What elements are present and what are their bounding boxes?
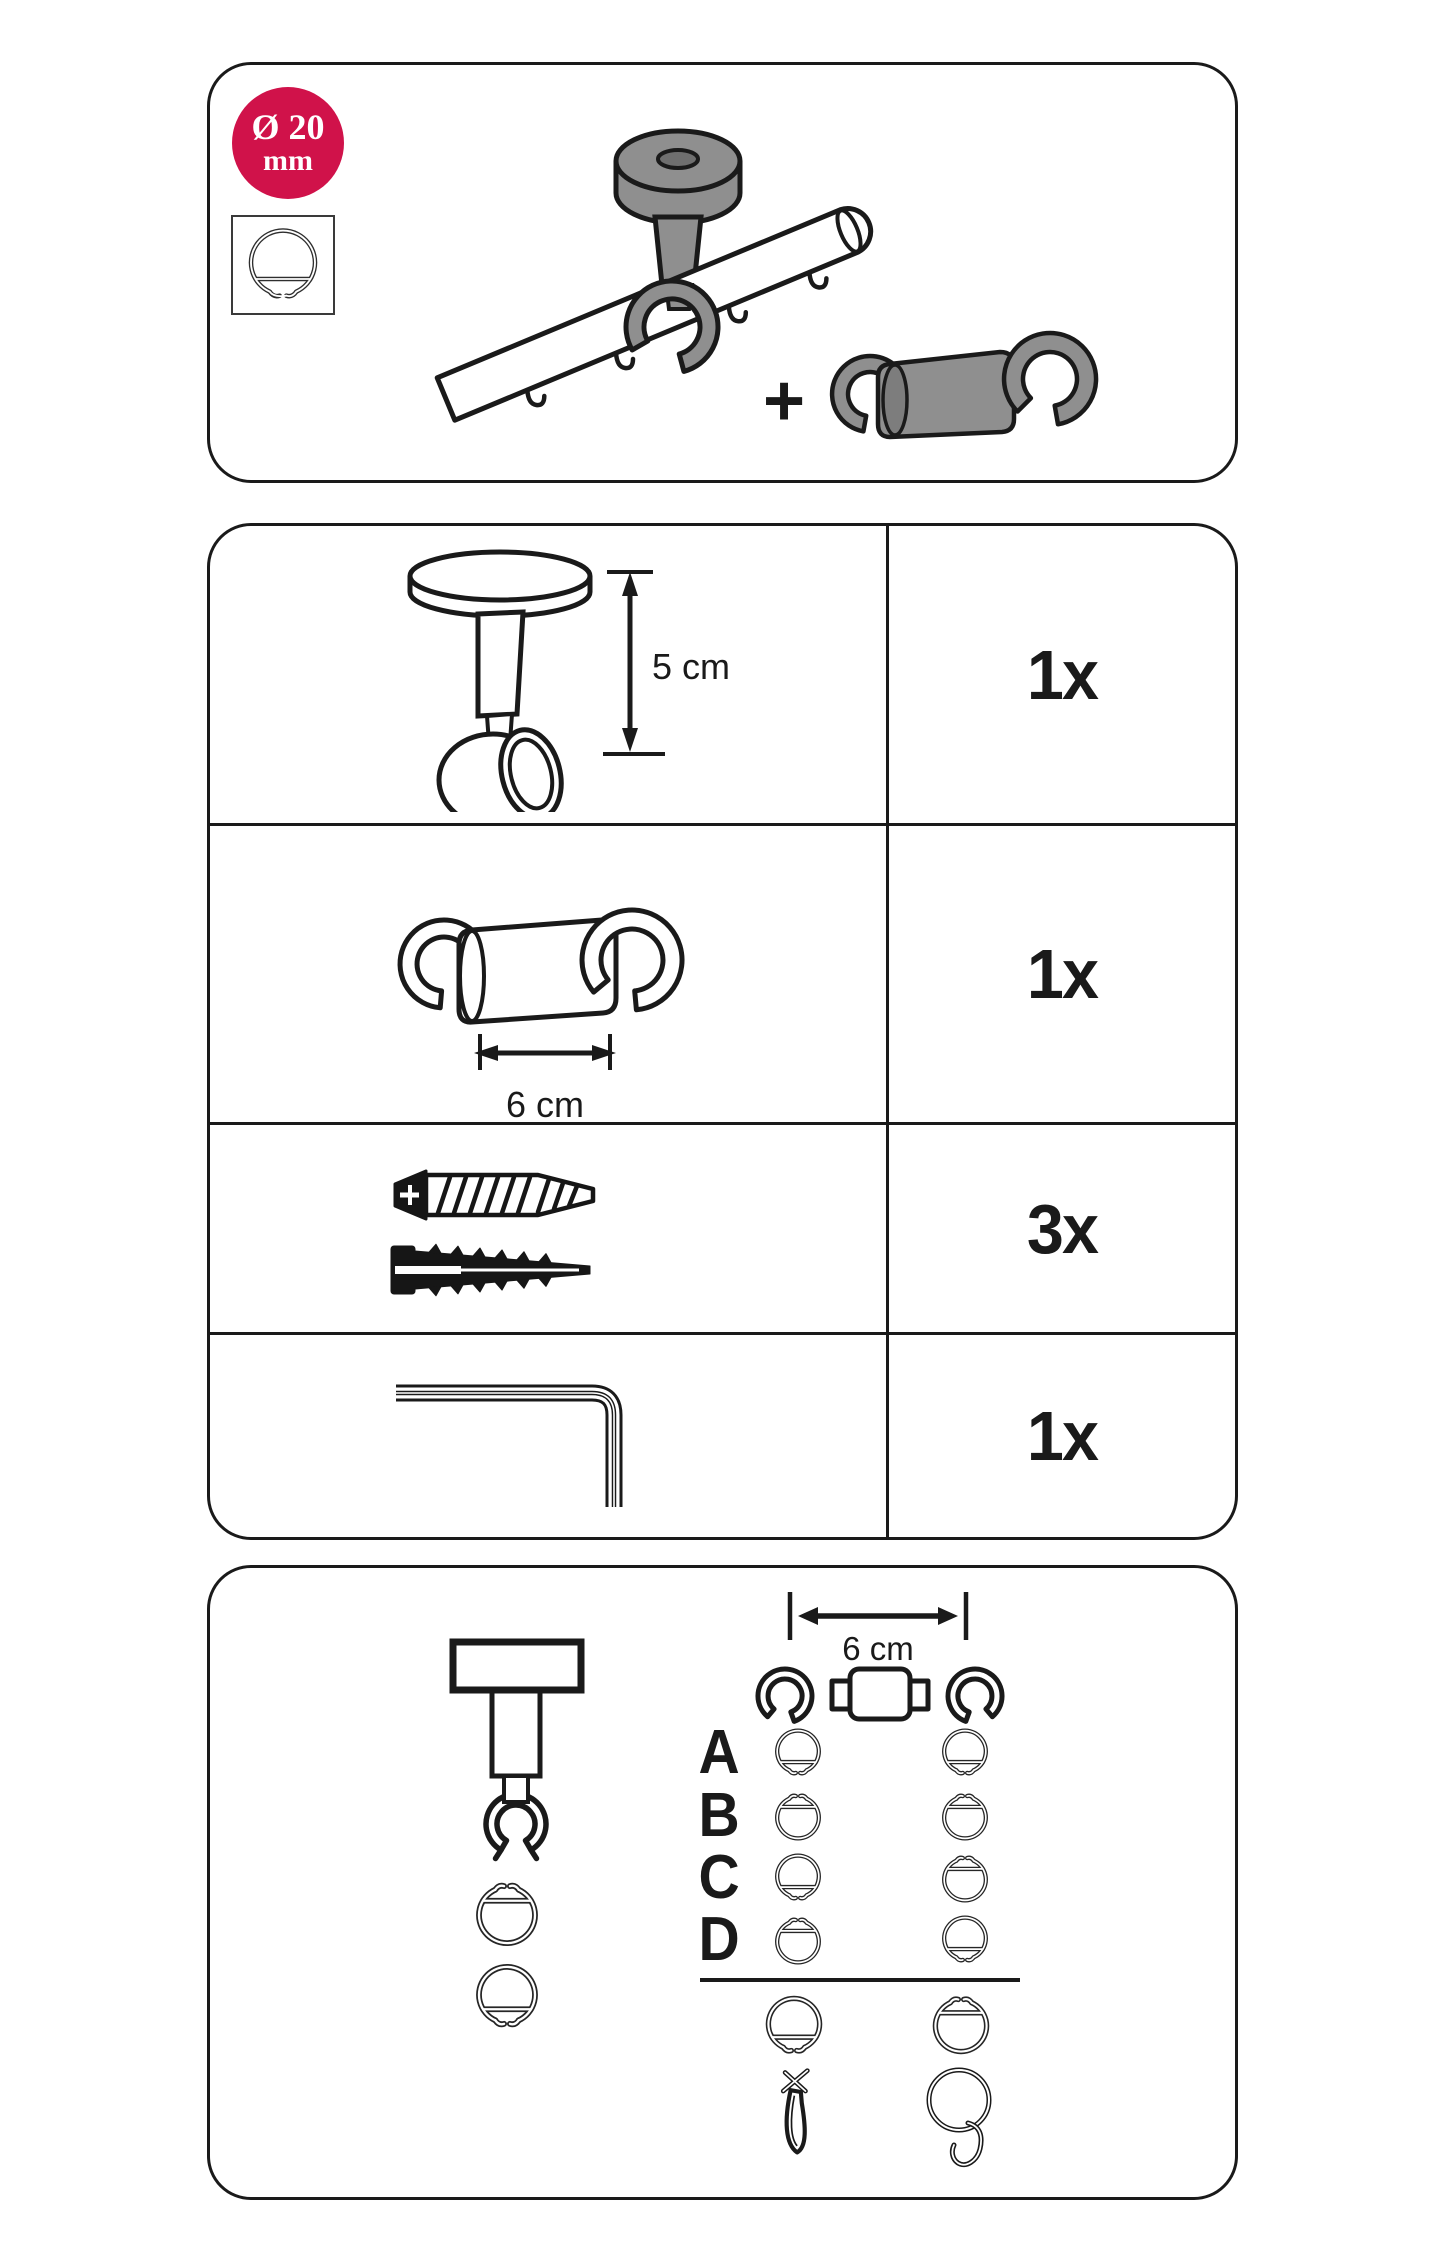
ceiling-adapter-illustration: + [434,128,1099,441]
ring-open-bottom-icon [762,1994,826,2058]
plus-sign: + [763,361,805,441]
combo-label: B [698,1781,740,1850]
rail-profile-box [231,215,335,315]
table-row: 1x [210,1335,1235,1537]
combo-row: B [696,1785,991,1847]
ring-open-top-icon [939,1790,991,1842]
diameter-value: Ø 20 [251,107,325,148]
combo-row: D [696,1909,991,1971]
curtain-glider-hook-icon [780,2068,810,2155]
combo-label: C [698,1843,740,1912]
table-row: 3x [210,1125,1235,1335]
rail-profile-icon [242,225,324,305]
ring-open-bottom-icon [772,1727,824,1779]
dimension-label: 5 cm [652,646,731,687]
ring-open-top-icon [929,1992,993,2056]
dimension-arrow-vertical [603,570,665,756]
screw-icon [393,1169,596,1221]
combo-label: A [698,1718,740,1787]
ring-open-top-icon [939,1852,991,1904]
ring-open-bottom-icon [939,1727,991,1779]
quantity-value: 1x [1026,935,1099,1013]
result-divider [700,1978,1020,1982]
curtain-rod [434,206,874,423]
connector-icon [397,907,685,1070]
diameter-badge: Ø 20 mm [232,87,344,199]
ceiling-support-front-icon [449,1638,585,1862]
ring-open-bottom-icon [472,1962,542,2032]
wall-plug-icon [390,1243,591,1297]
combo-row: A [696,1722,991,1784]
dimension-arrow-horizontal [787,1592,969,1640]
ring-open-top-icon [772,1790,824,1842]
dimension-arrow-horizontal [474,1034,616,1070]
diameter-unit: mm [263,144,313,178]
connector-front-icon [755,1666,1005,1724]
ring-open-bottom-icon [772,1852,824,1904]
dimension-label: 6 cm [842,1630,914,1667]
table-divider [886,526,889,1537]
combo-label: D [698,1905,740,1974]
hex-key-icon [396,1384,623,1507]
header-panel: Ø 20 mm [207,62,1238,483]
quantity-value: 1x [1026,635,1099,714]
assembly-panel: 6 cm A B C D [207,1565,1238,2200]
ring-with-eyelet-icon [926,2067,992,2168]
ring-open-top-icon [772,1914,824,1966]
ceiling-support-icon [407,549,665,812]
table-row: 5 cm 1x [210,526,1235,826]
table-row: 6 cm 1x [210,826,1235,1125]
quantity-value: 3x [1026,1189,1099,1268]
connector-part [829,330,1099,440]
dimension-label: 6 cm [505,1084,584,1125]
ring-open-bottom-icon [939,1914,991,1966]
quantity-value: 1x [1026,1397,1099,1475]
rod-clamp [623,278,721,374]
rod-hooks [525,270,829,408]
combo-row: C [696,1847,991,1909]
ceiling-plate [613,128,743,226]
parts-table: 5 cm 1x 6 cm 1x [207,523,1238,1540]
ring-open-top-icon [472,1878,542,1948]
